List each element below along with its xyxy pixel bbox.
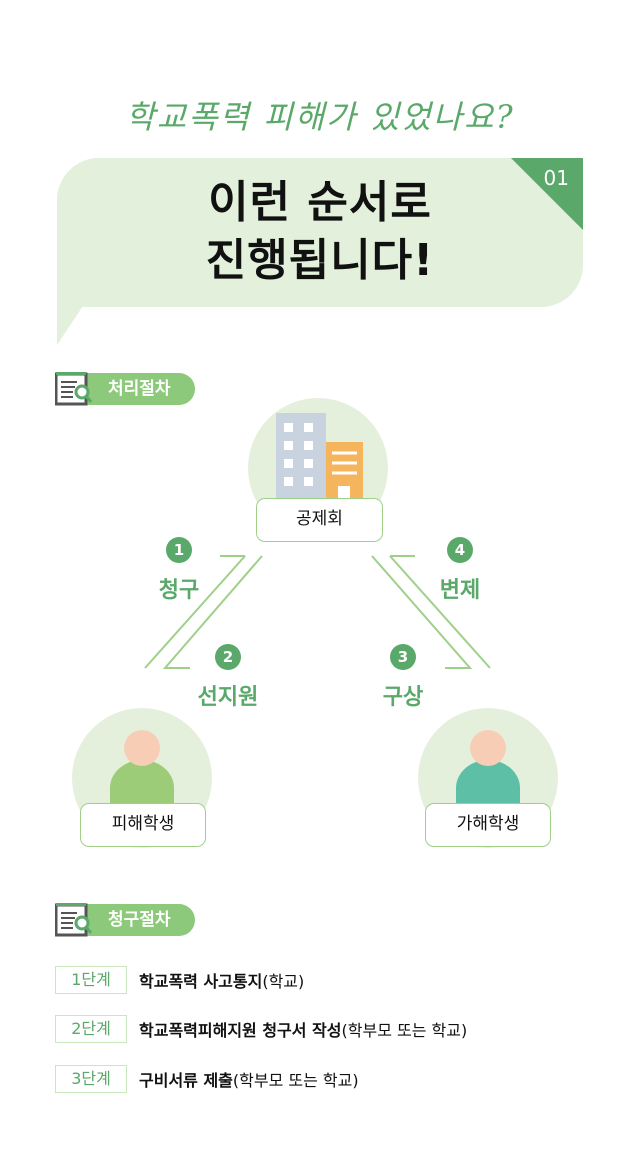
claim-step-3: 3단계 구비서류 제출(학부모 또는 학교) [55,1064,359,1094]
headline-line1: 이런 순서로 [208,177,432,228]
step-text: 학교폭력 사고통지 [139,972,263,991]
claim-step-2: 2단계 학교폭력피해지원 청구서 작성(학부모 또는 학교) [55,1014,467,1044]
step-note: (학부모 또는 학교) [341,1021,468,1040]
label-offender: 가해학생 [425,803,551,847]
step-number-4: 4 [447,537,473,563]
step-label-recourse: 구상 [382,685,424,710]
step-text: 학교폭력피해지원 청구서 작성 [139,1021,342,1040]
label-mutual-aid: 공제회 [256,498,383,542]
speech-bubble: 01 이런 순서로 진행됩니다! [57,158,583,307]
building-icon [276,413,363,499]
step-label-advance: 선지원 [197,685,259,710]
step-label-repay: 변제 [439,578,481,603]
offender-person-icon [456,730,520,806]
bubble-tail [57,300,87,345]
step-text: 구비서류 제출 [139,1071,233,1090]
section-title: 청구절차 [80,904,195,936]
step-note: (학부모 또는 학교) [232,1071,359,1090]
claim-step-1: 1단계 학교폭력 사고통지(학교) [55,965,304,995]
headline: 이런 순서로 진행됩니다! [57,174,583,290]
corner-badge [511,158,583,230]
step-note: (학교) [262,972,305,991]
arrow-advance [162,555,263,669]
step-tag: 2단계 [55,1015,127,1043]
arrow-recourse [371,555,473,669]
document-search-icon [55,372,93,406]
step-number-1: 1 [166,537,192,563]
arrow-claim [144,555,246,669]
section-title: 처리절차 [80,373,195,405]
step-label-claim: 청구 [158,578,200,603]
page-number: 01 [543,166,569,190]
step-tag: 1단계 [55,966,127,994]
label-victim: 피해학생 [80,803,206,847]
step-number-2: 2 [215,644,241,670]
arrow-repay [389,555,491,669]
victim-person-icon [110,730,174,806]
step-number-3: 3 [390,644,416,670]
subtitle: 학교폭력 피해가 있었나요? [125,98,515,136]
document-search-icon [55,903,93,937]
headline-line2: 진행됩니다! [205,235,435,286]
step-tag: 3단계 [55,1065,127,1093]
flow-arrows [144,555,491,669]
